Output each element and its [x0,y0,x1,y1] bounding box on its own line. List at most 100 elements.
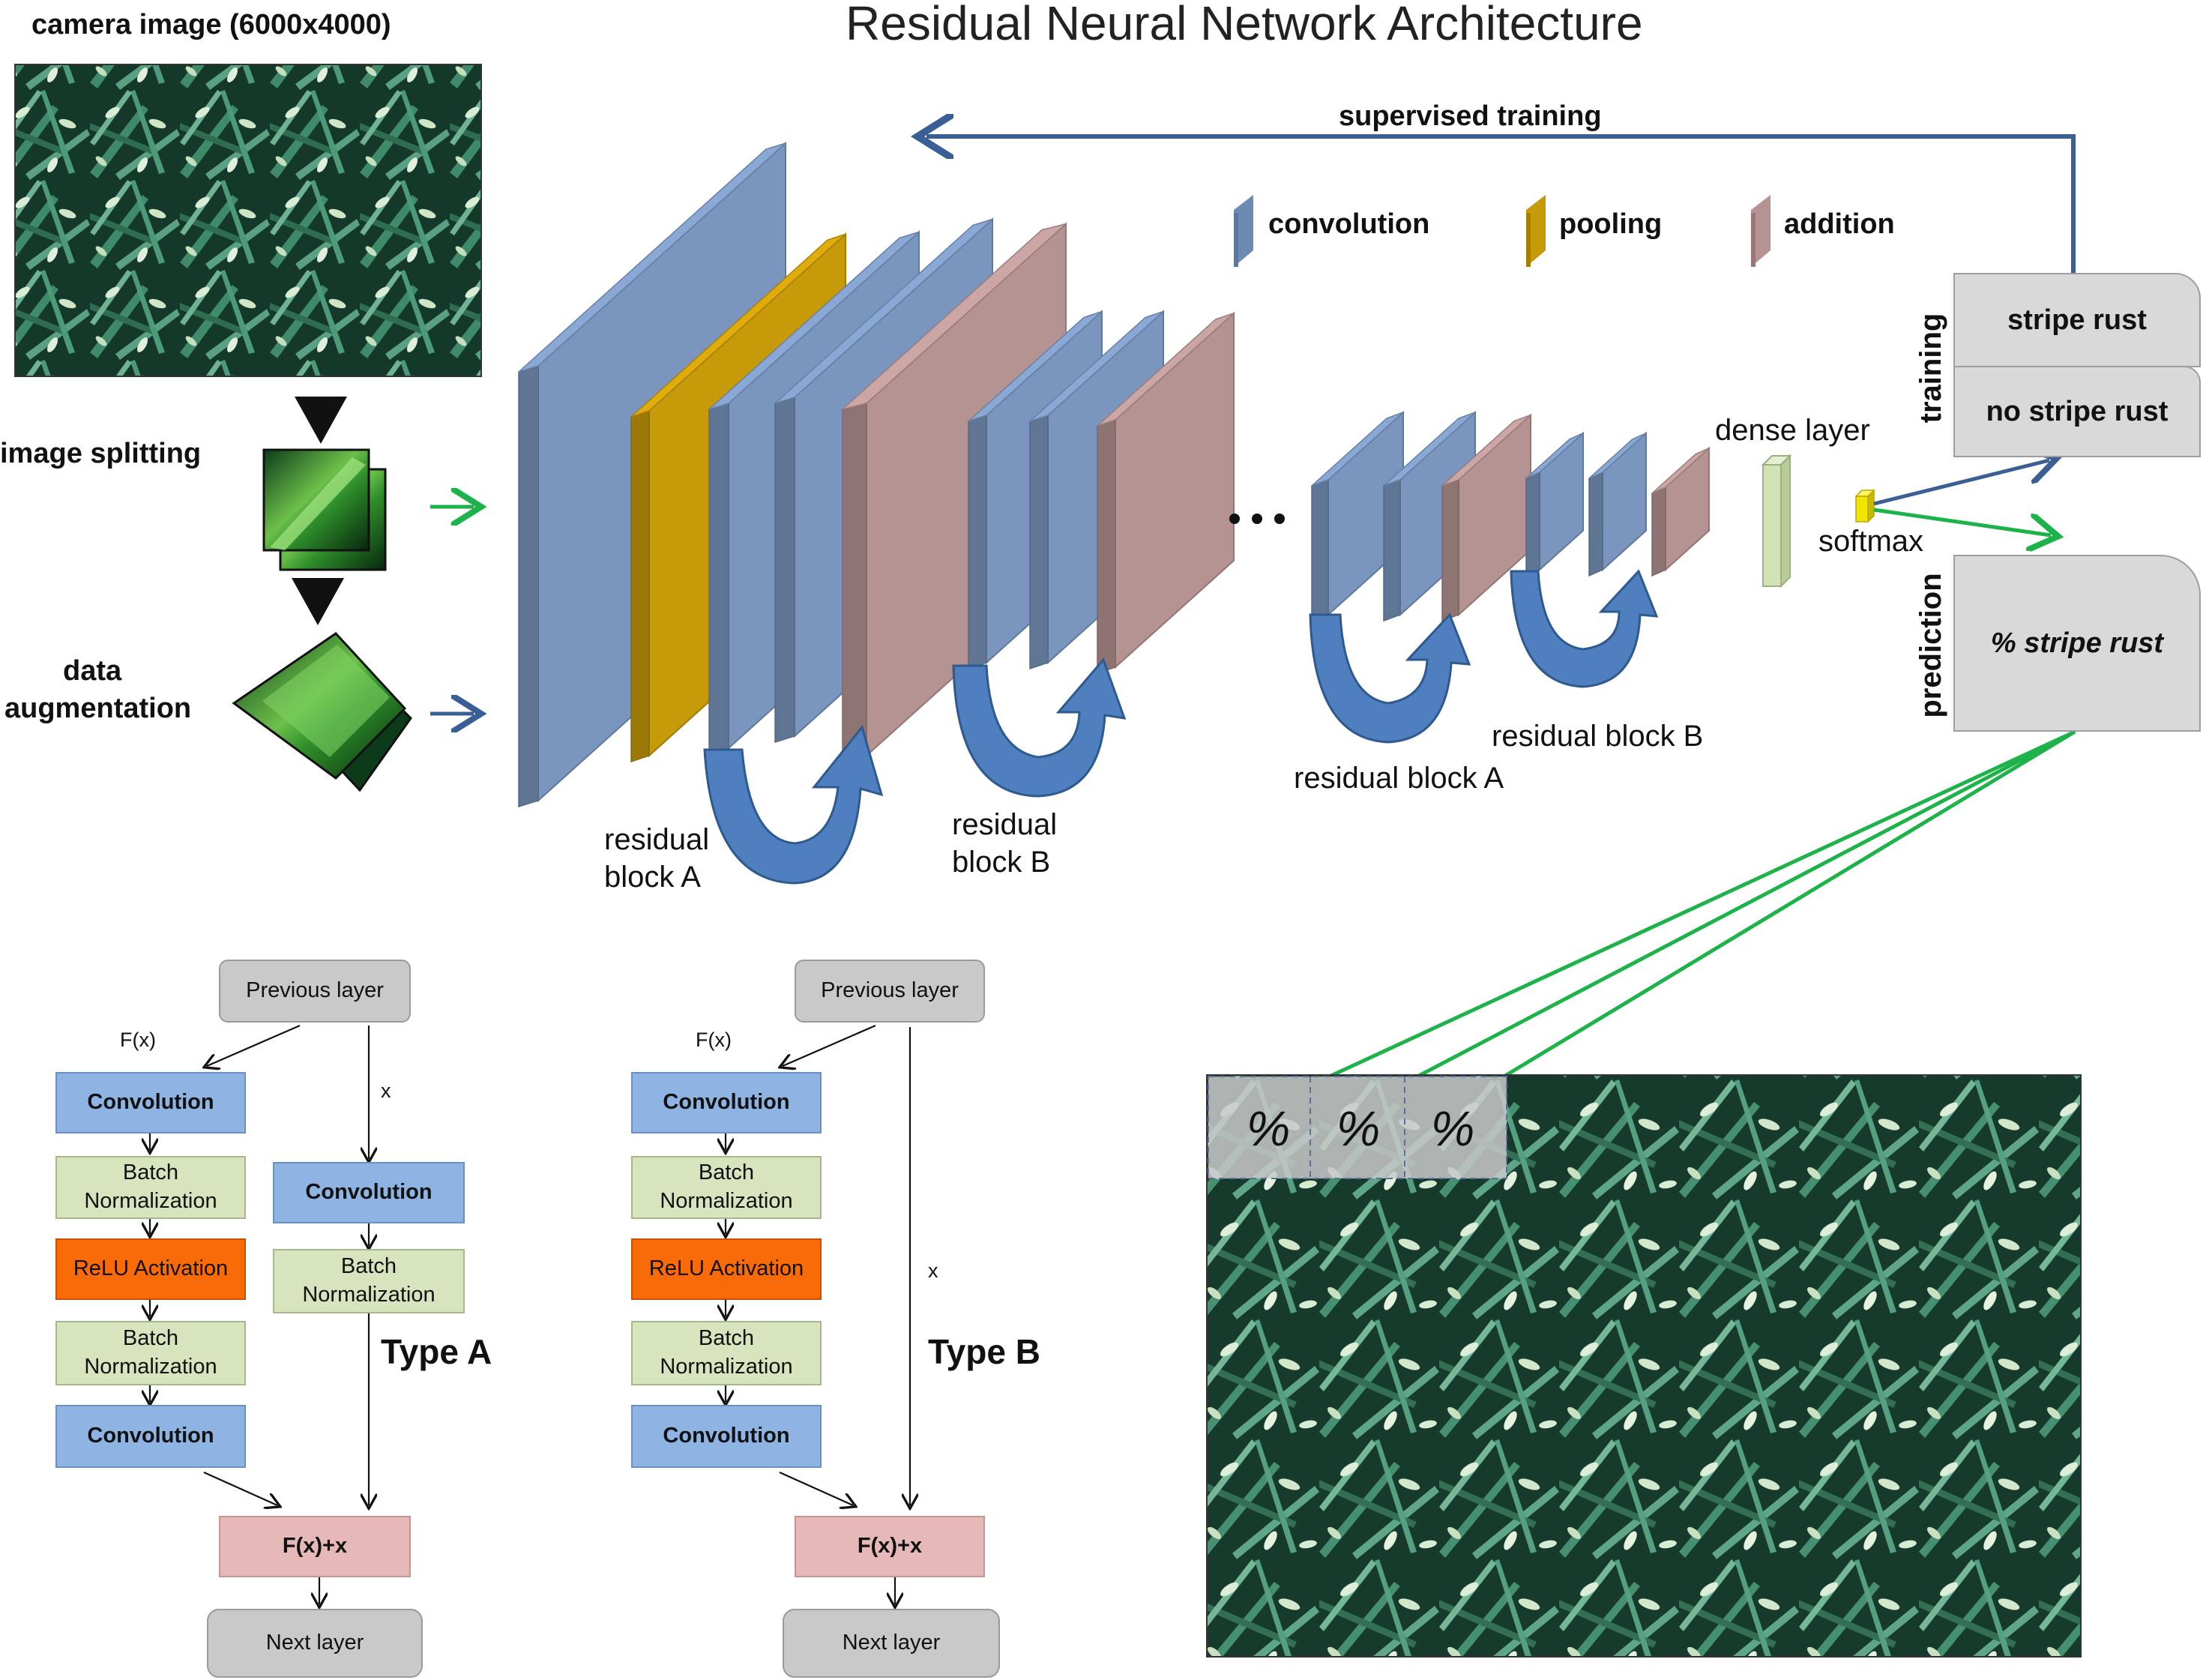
no-stripe-rust-output: no stripe rust [1953,366,2201,457]
tile-percent: % [1336,1101,1381,1156]
addition-layer-edge [1441,478,1459,622]
convolution-layer-top [518,142,786,373]
convolution-layer-top [708,231,920,410]
residual-block-a2-label: residual block A [1294,762,1504,795]
tile-percent: % [1246,1101,1291,1156]
image-splitting-label: image splitting [0,438,202,469]
convolution-layer-edge [1383,478,1401,622]
softmax-label: softmax [1818,525,1924,558]
convolution-layer-top [774,218,993,404]
residual-block-a1-label-1: residual [604,823,710,856]
legend-addition-label: addition [1784,208,1895,240]
training-label: training [1914,313,1947,424]
convolution-layer-edge [518,364,539,808]
dense-layer [1761,454,1792,588]
residual-block-a1-label-2: block A [604,861,701,894]
convolution-legend-icon [1234,195,1253,267]
addition-legend-icon [1751,195,1770,267]
prediction-to-tile-arrow [1369,729,2076,1102]
convolution-layer-top [1588,433,1647,479]
sum-box-b: F(x)+x [795,1516,985,1577]
convolution-box-a1: Convolution [55,1072,246,1133]
prediction-to-tile-arrow [1462,729,2076,1102]
addition-layer-top [1441,414,1531,487]
convolution-layer-edge [968,414,987,670]
percent-stripe-rust-output: % stripe rust [1953,555,2201,732]
tile-percent: % [1430,1101,1475,1156]
flowchart-a-connectors [150,1024,369,1604]
camera-image-label: camera image (6000x4000) [31,9,391,40]
shortcut-convolution-box: Convolution [273,1162,465,1223]
convolution-box-b2: Convolution [631,1405,822,1468]
batchnorm-box-a1: Batch Normalization [55,1156,246,1219]
prediction-label: prediction [1914,573,1947,718]
convolution-layer-slab [1539,431,1584,572]
residual-block-b2-label: residual block B [1492,720,1704,753]
dense-layer-label: dense layer [1715,414,1870,447]
prediction-tiles [1208,1076,1507,1179]
convolution-layer-top [1525,433,1584,479]
convolution-layer-edge [1311,478,1329,622]
convolution-layer-top [1029,310,1164,422]
supervised-training-label: supervised training [1339,100,1602,132]
ellipsis-dot [1274,514,1285,524]
pooling-layer-edge [630,409,650,763]
convolution-box-a2: Convolution [55,1405,246,1468]
fx-label-b: F(x) [696,1029,732,1051]
fx-label-a: F(x) [120,1029,156,1051]
convolution-layer-top [1383,412,1476,487]
data-augmentation-label-1: data [63,655,122,687]
legend-convolution-label: convolution [1268,208,1430,240]
relu-box-b: ReLU Activation [631,1238,822,1300]
residual-block-b1-label-1: residual [952,808,1058,841]
batchnorm-box-b1: Batch Normalization [631,1156,822,1219]
diagram-title: Residual Neural Network Architecture [846,0,1643,50]
addition-layer-edge [1097,418,1116,675]
softmax-to-prediction-arrow [1873,508,2051,535]
addition-layer-top [842,223,1067,410]
residual-arc-a1 [703,724,884,885]
addition-layer-edge [842,403,867,762]
convolution-layer-edge [1525,471,1540,577]
percent-stripe-rust-text: % stripe rust [1990,627,2164,659]
residual-arc-b2 [1510,569,1659,688]
previous-layer-box-b: Previous layer [795,960,985,1023]
ellipsis-dot [1252,514,1262,524]
type-b-label: Type B [928,1332,1040,1371]
convolution-layer-top [968,310,1103,422]
convolution-layer-edge [774,396,795,744]
x-label-a: x [381,1080,391,1102]
batchnorm-box-a2: Batch Normalization [55,1321,246,1385]
convolution-layer-edge [708,402,729,756]
x-label-b: x [928,1259,938,1282]
softmax-cube [1854,489,1875,523]
stripe-rust-output: stripe rust [1953,273,2201,367]
residual-arc-a2 [1309,612,1471,744]
shortcut-batchnorm-box: Batch Normalization [273,1249,465,1313]
batchnorm-box-b2: Batch Normalization [631,1321,822,1385]
augmentation-tiles-icon [232,632,412,792]
supervised-training-arrow [926,136,2076,273]
relu-box-a: ReLU Activation [55,1238,246,1300]
convolution-layer-slab [1602,431,1647,572]
addition-layer-top [1097,313,1235,427]
residual-block-b1-label-2: block B [952,846,1051,879]
addition-layer-edge [1651,486,1666,577]
pooling-layer-top [630,233,846,418]
ellipsis-dot [1229,514,1240,524]
camera-image [14,64,482,377]
residual-arc-b1 [952,657,1127,798]
pooling-legend-icon [1526,195,1546,267]
previous-layer-box-a: Previous layer [219,960,411,1023]
layer-slabs [518,141,1710,808]
convolution-layer-edge [1588,471,1603,577]
type-a-label: Type A [381,1332,492,1371]
convolution-box-b1: Convolution [631,1072,822,1133]
data-augmentation-label-2: augmentation [4,693,192,724]
flowchart-b-connectors [726,1024,910,1604]
next-layer-box-b: Next layer [783,1609,1000,1678]
softmax-to-training-arrow [1873,460,2049,506]
sum-box-a: F(x)+x [219,1516,411,1577]
